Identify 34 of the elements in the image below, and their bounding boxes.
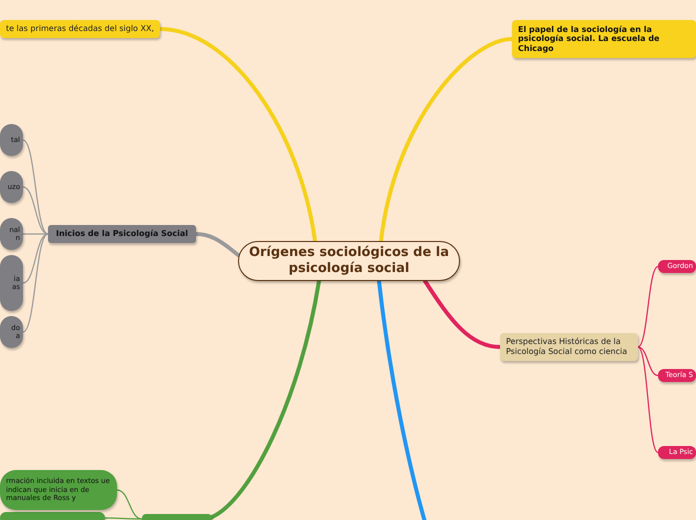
connector-line xyxy=(423,279,502,349)
connector-line xyxy=(22,139,49,235)
connector-line xyxy=(377,279,427,520)
connector-line xyxy=(379,37,514,243)
topic-box xyxy=(0,20,160,38)
connector-line xyxy=(637,346,659,454)
topic-text: Orígenes sociológicos de la psicología social xyxy=(248,245,450,277)
topic-box xyxy=(500,333,638,361)
topic-text: Inicios de la Psicología Social xyxy=(56,229,188,239)
connector-line xyxy=(22,233,49,284)
topic-text: El papel de la sociología en la psicología social. La escuela de Chicago xyxy=(518,24,660,54)
subtopic-box xyxy=(658,446,696,459)
connector-line xyxy=(194,232,240,257)
subtopic-box xyxy=(0,470,117,510)
subtopic-box xyxy=(0,124,23,156)
connector-line xyxy=(158,27,317,243)
subtopic-box xyxy=(658,260,696,273)
subtopic-box xyxy=(0,171,23,203)
topic-text: Perspectivas Históricas de la Psicología Social como ciencia xyxy=(506,337,628,357)
connector-line xyxy=(210,279,321,519)
connector-line xyxy=(637,346,659,376)
subtopic-box xyxy=(0,255,23,311)
subtopic-box xyxy=(0,218,23,250)
topic-box xyxy=(48,225,196,243)
connector-line xyxy=(22,233,49,333)
connector-line xyxy=(637,266,659,348)
topic-text: te las primeras décadas del siglo XX, xyxy=(6,24,154,34)
central-topic xyxy=(238,241,460,281)
connector-line xyxy=(104,517,143,520)
topic-box xyxy=(512,20,696,58)
subtopic-box xyxy=(0,316,23,348)
connector-line xyxy=(22,186,49,235)
subtopic-box xyxy=(658,369,696,382)
connector-line xyxy=(116,489,143,520)
